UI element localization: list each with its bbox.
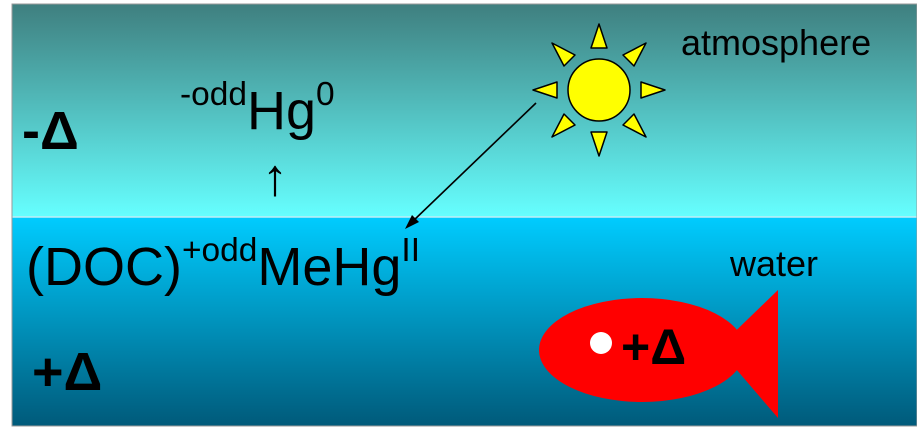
fish-eye <box>590 332 612 354</box>
atmosphere-layer <box>12 4 917 217</box>
atmosphere-label: atmosphere <box>681 22 872 63</box>
hg0-label: -oddHg0 <box>180 78 335 141</box>
doc-base: (DOC) <box>26 237 182 297</box>
diagram-frame <box>11 3 917 427</box>
negative-delta-label: -Δ <box>22 101 79 161</box>
mehg-superscript: II <box>401 231 421 269</box>
mehg-label: (DOC)+oddMeHgII <box>26 234 420 297</box>
mehg-base: MeHg <box>257 237 402 297</box>
volatilization-arrow: ↑ <box>262 149 288 207</box>
positive-delta-label: +Δ <box>32 342 103 402</box>
doc-superscript: +odd <box>181 231 258 269</box>
water-label: water <box>730 243 819 284</box>
fish-icon <box>539 290 778 418</box>
hg0-superscript: 0 <box>316 75 335 113</box>
hg0-prefix: -odd <box>180 75 247 113</box>
photodegradation-arrow <box>405 102 537 229</box>
sun-icon <box>532 23 666 157</box>
hg0-base: Hg <box>247 81 317 141</box>
fish-delta-label: +Δ <box>621 319 687 375</box>
